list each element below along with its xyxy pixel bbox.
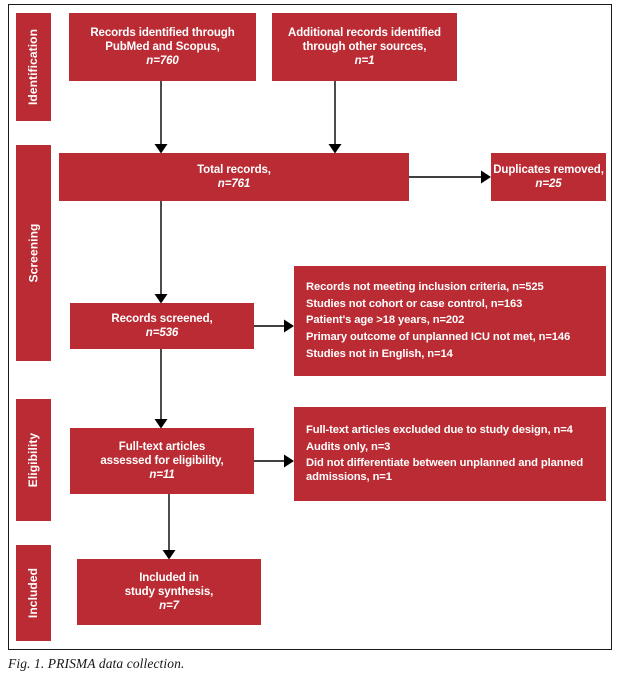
box-line-count: n=760 <box>146 55 179 67</box>
box-included-synthesis: Included in study synthesis, n=7 <box>77 559 261 625</box>
box-total-records: Total records, n=761 <box>59 153 409 201</box>
figure-frame: Identification Screening Eligibility Inc… <box>8 4 612 650</box>
stage-bar-included: Included <box>16 545 51 641</box>
box-records-screened: Records screened, n=536 <box>70 303 254 349</box>
box-line-count: n=11 <box>149 469 175 481</box>
figure-caption: Fig. 1. PRISMA data collection. <box>8 656 185 671</box>
box-line: study synthesis, <box>124 585 214 598</box>
exclusion-item: Did not differentiate between unplanned … <box>306 457 584 483</box>
exclusion-item: Full-text articles excluded due to study… <box>306 423 573 436</box>
connector-screened-to-excluded <box>254 319 294 333</box>
box-line-count: n=1 <box>354 55 375 67</box>
box-line: Records screened, <box>111 312 213 325</box>
exclusion-item: Patient's age >18 years, n=202 <box>306 314 465 327</box>
stage-label-identification: Identification <box>26 28 41 106</box>
box-line: through other sources, <box>302 40 427 53</box>
box-line: Total records, <box>197 163 271 176</box>
stage-label-screening: Screening <box>26 223 41 283</box>
box-line-count: n=7 <box>159 600 179 612</box>
connector-additional-to-total <box>328 81 342 154</box>
exclusion-item: Studies not in English, n=14 <box>306 347 453 360</box>
exclusion-item: Audits only, n=3 <box>306 440 391 453</box>
box-line: assessed for eligibility, <box>100 454 224 467</box>
exclusion-item: Records not meeting inclusion criteria, … <box>306 281 544 294</box>
box-line-count: n=536 <box>145 327 179 339</box>
connector-total-to-screened <box>154 201 168 304</box>
box-line: Records identified through <box>90 26 235 39</box>
box-additional-records: Additional records identified through ot… <box>272 13 457 81</box>
connector-fulltext-to-included <box>162 494 176 560</box>
stage-bar-identification: Identification <box>16 13 51 121</box>
box-line: Additional records identified <box>287 26 441 39</box>
box-line: Included in <box>139 571 199 584</box>
box-line-count: n=761 <box>217 178 251 190</box>
box-line-count: n=25 <box>535 178 562 190</box>
connector-fulltext-to-excluded <box>254 454 294 468</box>
exclusion-item: Primary outcome of unplanned ICU not met… <box>306 330 571 343</box>
prisma-flow-diagram: Identification Screening Eligibility Inc… <box>9 5 611 649</box>
connector-identified-to-total <box>154 81 168 154</box>
stage-bar-eligibility: Eligibility <box>16 399 51 521</box>
connector-total-to-duplicates <box>409 170 491 184</box>
box-line: Full-text articles <box>118 440 206 453</box>
box-screening-excluded: Records not meeting inclusion criteria, … <box>294 266 606 376</box>
box-eligibility-excluded: Full-text articles excluded due to study… <box>294 407 606 501</box>
box-line: PubMed and Scopus, <box>105 40 220 53</box>
stage-label-eligibility: Eligibility <box>26 432 41 488</box>
box-fulltext-assessed: Full-text articles assessed for eligibil… <box>70 428 254 494</box>
stage-label-included: Included <box>26 567 41 619</box>
box-records-identified: Records identified through PubMed and Sc… <box>69 13 256 81</box>
exclusion-item: Studies not cohort or case control, n=16… <box>306 297 523 310</box>
box-duplicates-removed: Duplicates removed, n=25 <box>491 153 606 201</box>
box-line: Duplicates removed, <box>493 163 604 176</box>
connector-screened-to-fulltext <box>154 349 168 429</box>
stage-bar-screening: Screening <box>16 145 51 361</box>
